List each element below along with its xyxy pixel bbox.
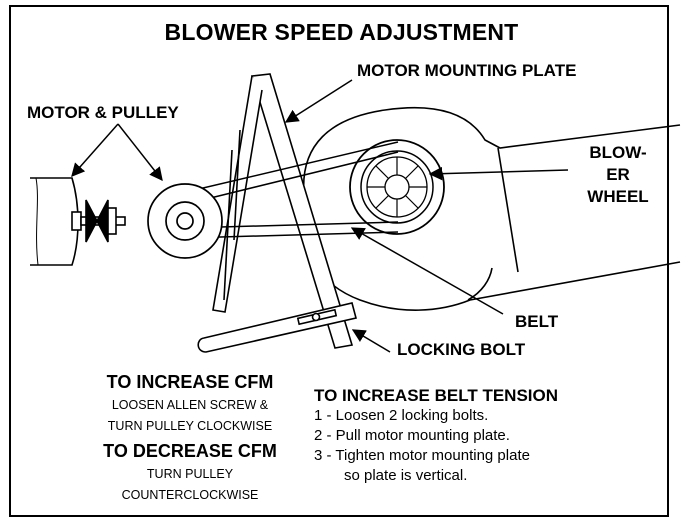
base-bar: [197, 302, 357, 353]
leader-arrows: [71, 79, 569, 353]
motor-mounting-plate-label: MOTOR MOUNTING PLATE: [357, 61, 577, 80]
belt-tension-step-3: 3 - Tighten motor mounting plate: [314, 447, 530, 464]
motor-pulley-label: MOTOR & PULLEY: [27, 103, 179, 122]
belt-tension-step-1: 1 - Loosen 2 locking bolts.: [314, 407, 489, 424]
diagram-frame: [9, 5, 669, 517]
blower-wheel: [349, 139, 445, 235]
increase-cfm-line-2: TURN PULLEY CLOCKWISE: [107, 419, 273, 433]
diagram-title: BLOWER SPEED ADJUSTMENT: [164, 19, 519, 45]
increase-cfm-heading: TO INCREASE CFM: [106, 372, 274, 392]
blower-wheel-label-3: WHEEL: [587, 187, 649, 206]
belt-label: BELT: [515, 312, 559, 331]
increase-cfm-line-1: LOOSEN ALLEN SCREW &: [111, 398, 269, 412]
locking-bolt-label: LOCKING BOLT: [397, 340, 526, 359]
belt-tension-step-2: 2 - Pull motor mounting plate.: [314, 427, 510, 444]
motor-mounting-plate: [212, 73, 354, 349]
decrease-cfm-line-2: COUNTERCLOCKWISE: [121, 488, 259, 502]
decrease-cfm-line-1: TURN PULLEY: [146, 467, 234, 481]
decrease-cfm-heading: TO DECREASE CFM: [103, 441, 277, 461]
blower-wheel-label-1: BLOW-: [589, 143, 647, 162]
blower-housing: [298, 106, 681, 311]
motor-side-view: [30, 177, 126, 266]
belt-tension-heading: TO INCREASE BELT TENSION: [314, 386, 559, 405]
blower-wheel-label-2: ER: [606, 165, 630, 184]
motor-pulley-front: [147, 183, 223, 259]
belt-tension-step-4: so plate is vertical.: [344, 467, 468, 484]
